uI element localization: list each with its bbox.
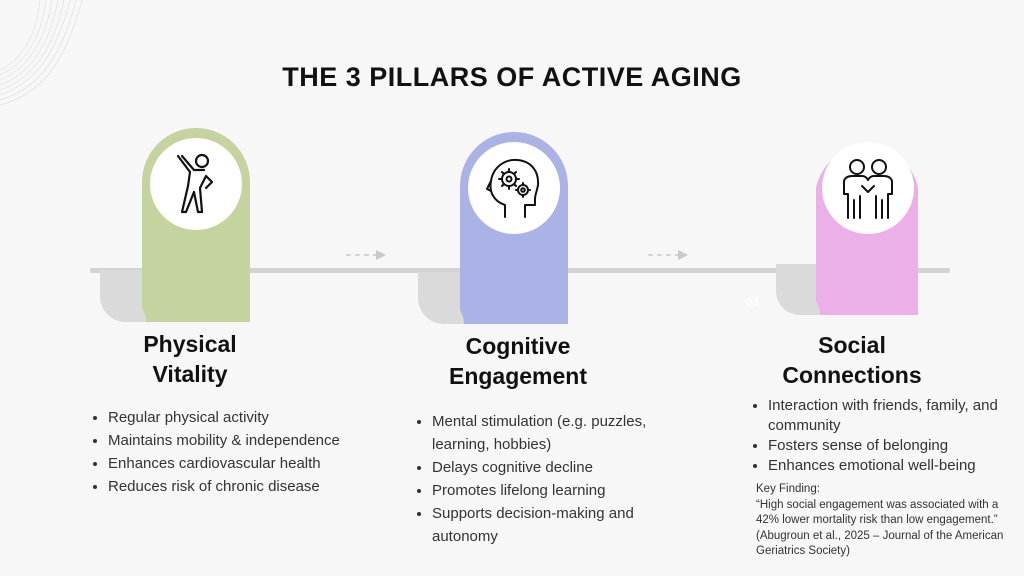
pillar-social-connections	[776, 136, 920, 316]
list-item: Delays cognitive decline	[432, 456, 652, 479]
list-item: Fosters sense of belonging	[768, 436, 1018, 456]
bullet-list: Interaction with friends, family, and co…	[752, 396, 1018, 476]
list-item: Maintains mobility & independence	[108, 429, 408, 452]
icon-circle	[822, 142, 914, 234]
bullet-list: Regular physical activity Maintains mobi…	[92, 406, 408, 498]
title-line: Connections	[782, 362, 922, 388]
pillar-title: Physical Vitality	[110, 329, 270, 389]
title-line: Social	[818, 332, 886, 358]
icon-circle	[468, 142, 560, 234]
bullet-list: Mental stimulation (e.g. puzzles, learni…	[416, 410, 652, 548]
page-title: THE 3 PILLARS OF ACTIVE AGING	[282, 62, 742, 92]
arrow-right-icon	[346, 250, 386, 260]
key-finding-label: Key Finding:	[756, 483, 820, 495]
title-line: Vitality	[152, 361, 228, 387]
key-finding-quote: “High social engagement was associated w…	[756, 498, 1004, 558]
key-finding: Key Finding: “High social engagement was…	[756, 482, 1012, 560]
title-line: Cognitive	[465, 333, 571, 359]
arrow-right-icon	[648, 250, 688, 260]
list-item: Enhances emotional well-being	[768, 456, 1018, 476]
pillar-title: Cognitive Engagement	[438, 331, 598, 391]
title-line: Physical	[143, 331, 237, 357]
corner-decoration	[0, 0, 83, 106]
list-item: Interaction with friends, family, and co…	[768, 396, 1018, 436]
pillar-physical-vitality	[100, 128, 252, 323]
step-number: 03	[745, 294, 760, 309]
list-item: Regular physical activity	[108, 406, 408, 429]
list-item: Supports decision-making and autonomy	[432, 502, 652, 548]
two-people-icon	[843, 159, 893, 219]
pillar-title: Social Connections	[772, 330, 932, 390]
icon-circle	[150, 138, 242, 230]
list-item: Enhances cardiovascular health	[108, 452, 408, 475]
head-gears-icon	[486, 158, 540, 218]
title-line: Engagement	[448, 363, 588, 389]
list-item: Mental stimulation (e.g. puzzles, learni…	[432, 410, 652, 456]
pillar-cognitive-engagement	[418, 132, 570, 325]
list-item: Reduces risk of chronic disease	[108, 475, 408, 498]
list-item: Promotes lifelong learning	[432, 479, 652, 502]
stretching-person-icon	[176, 153, 214, 214]
